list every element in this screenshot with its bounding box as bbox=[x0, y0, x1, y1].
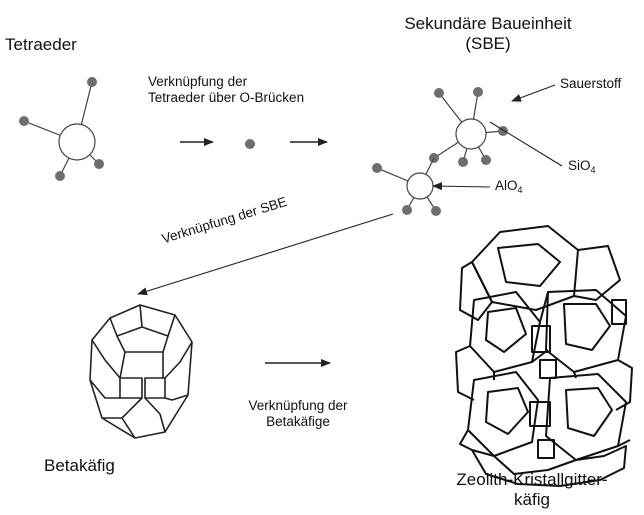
oxygen-atom bbox=[372, 163, 382, 173]
arrow-diagonal bbox=[137, 213, 394, 296]
sauerstoff-label: Sauerstoff bbox=[560, 76, 622, 91]
oxygen-atom bbox=[481, 155, 491, 165]
oxygen-atom bbox=[402, 205, 412, 215]
verknuepfung-betakaefige-label: Verknüpfung der Betakäfige bbox=[228, 398, 368, 429]
zeolith-label-line1: Zeolith-Kristallgitter- bbox=[456, 470, 608, 489]
sio4-label-main: SiO bbox=[568, 158, 591, 173]
sbe-title-line1: Sekundäre Baueinheit bbox=[404, 14, 572, 33]
oxygen-atom bbox=[55, 171, 65, 181]
oxygen-atom bbox=[473, 87, 483, 97]
zeolite-lattice bbox=[455, 225, 633, 487]
al-atom bbox=[406, 172, 434, 200]
pointer-sauerstoff bbox=[511, 84, 556, 102]
pointer-sio4 bbox=[489, 121, 563, 167]
si-atom bbox=[58, 123, 96, 161]
zeolith-label-line2: käfig bbox=[514, 489, 550, 509]
pointer-alo4 bbox=[432, 182, 491, 191]
si-atom bbox=[455, 118, 487, 150]
tetraeder-label: Tetraeder bbox=[5, 35, 77, 54]
sbe-molecule bbox=[372, 87, 508, 216]
alo4-label: AlO4 bbox=[495, 178, 523, 195]
zeolith-label: Zeolith-Kristallgitter- käfig bbox=[420, 470, 644, 509]
oxygen-atom bbox=[87, 77, 97, 87]
alo4-label-main: AlO bbox=[495, 178, 518, 193]
tetrahedron-molecule bbox=[19, 77, 104, 181]
sbe-title: Sekundäre Baueinheit (SBE) bbox=[388, 14, 588, 53]
oxygen-atom bbox=[431, 206, 441, 216]
bridge-oxygen-atom bbox=[245, 139, 255, 149]
verknuepfung-betakaefige-line1: Verknüpfung der bbox=[248, 398, 348, 413]
alo4-label-sub: 4 bbox=[517, 185, 523, 195]
oxygen-atom bbox=[434, 88, 444, 98]
oxygen-atom bbox=[19, 116, 29, 126]
sio4-label-sub: 4 bbox=[590, 165, 596, 175]
verknuepfung-betakaefige-line2: Betakäfige bbox=[266, 413, 330, 429]
beta-cage bbox=[89, 304, 193, 439]
sio4-label: SiO4 bbox=[568, 158, 596, 175]
oxygen-atom bbox=[94, 159, 104, 169]
betakaefig-label: Betakäfig bbox=[44, 456, 115, 475]
oxygen-atom bbox=[458, 157, 468, 167]
verknuepfung-tetraeder-label: Verknüpfung der Tetraeder über O-Brücken bbox=[148, 74, 304, 105]
sbe-title-line2: (SBE) bbox=[465, 33, 511, 53]
verknuepfung-tetraeder-line2: Tetraeder über O-Brücken bbox=[148, 89, 305, 105]
verknuepfung-tetraeder-line1: Verknüpfung der bbox=[148, 74, 248, 89]
